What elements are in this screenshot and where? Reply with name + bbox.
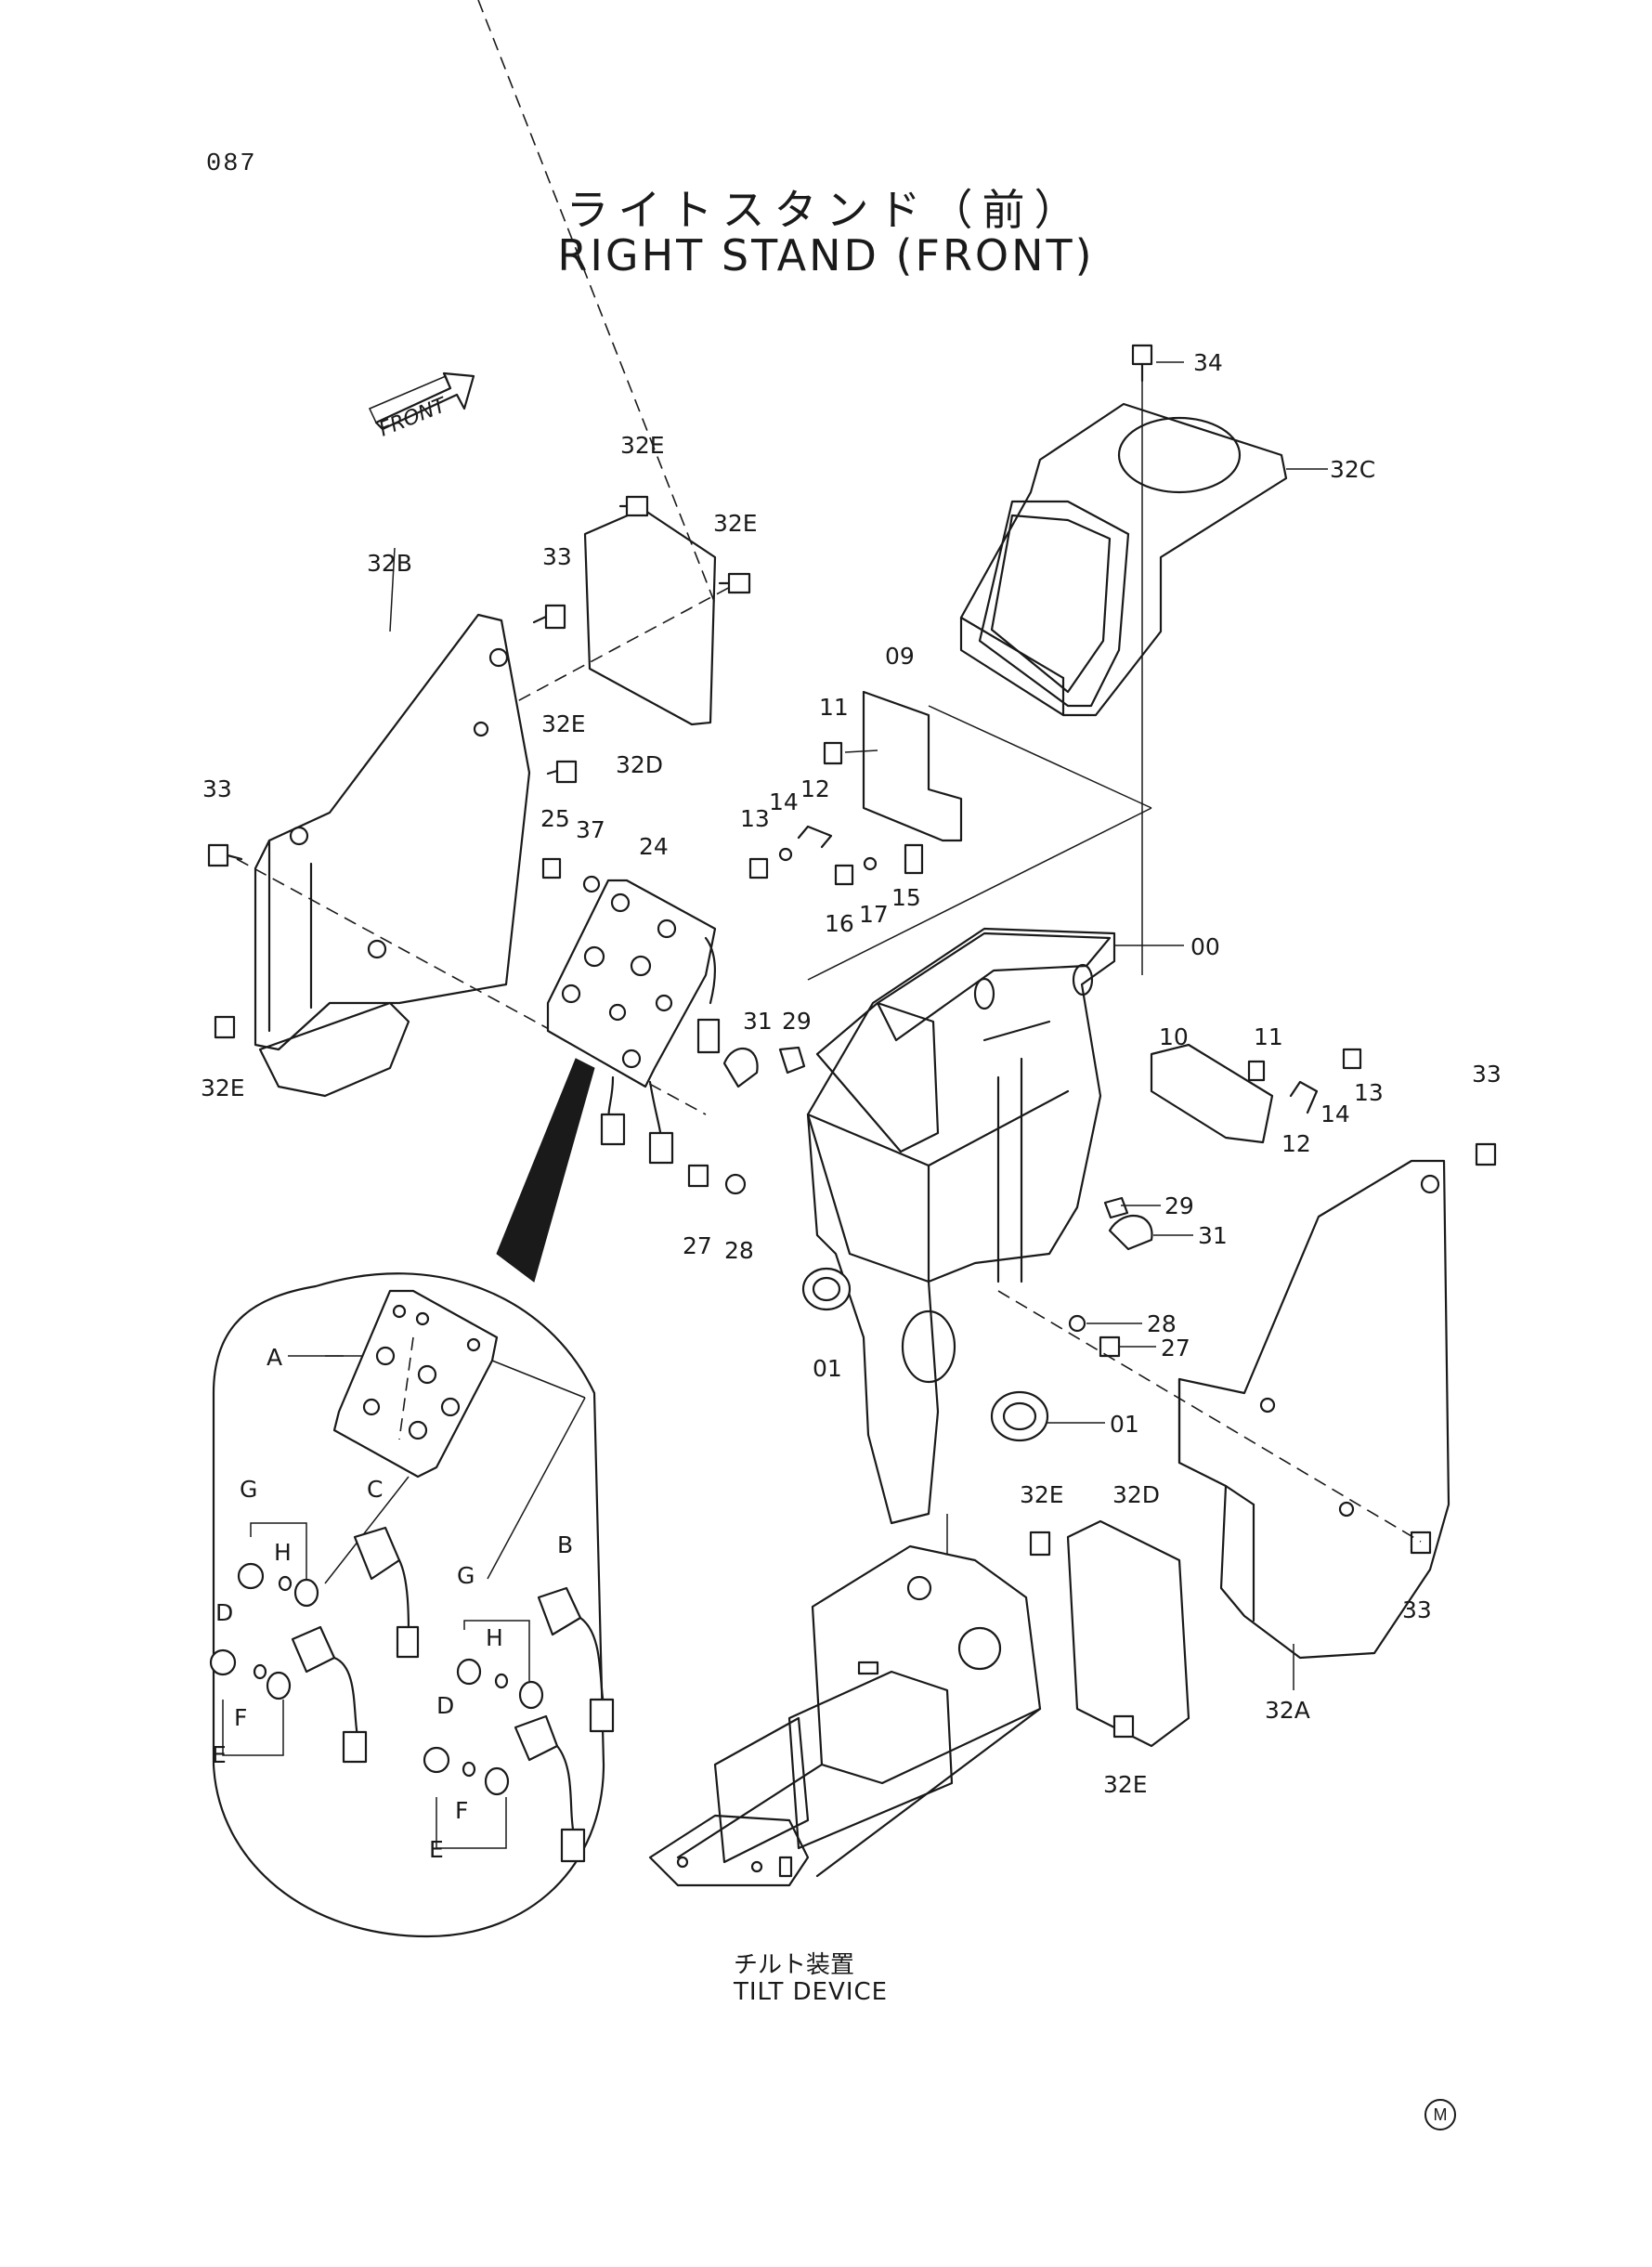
detail-label-g-left: G [240, 1476, 257, 1503]
callout-33-right-top: 33 [1472, 1061, 1502, 1088]
top-bracket-32c [959, 402, 1288, 717]
callout-32e-left: 32E [201, 1075, 245, 1101]
tilt-device-label-japanese: チルト装置 [734, 1951, 855, 1979]
cover-plate-32d-top [477, 0, 717, 726]
callout-12-top: 12 [800, 775, 830, 802]
callout-32e-bottom: 32E [1103, 1771, 1148, 1798]
switch-panel-24 [546, 879, 721, 1165]
tilt-device [648, 1544, 1042, 1887]
detail-label-d-left: D [215, 1599, 233, 1626]
callout-33-left: 33 [202, 775, 232, 802]
callout-32d-bottom-right: 32D [1112, 1481, 1160, 1508]
callout-29-left: 29 [782, 1008, 812, 1035]
detail-label-e-left: E [212, 1741, 227, 1768]
callout-28-left: 28 [724, 1237, 754, 1264]
callout-01-left: 01 [813, 1355, 842, 1382]
callout-32b: 32B [367, 550, 412, 577]
callout-31-right: 31 [1198, 1222, 1228, 1249]
detail-label-d-right: D [436, 1692, 454, 1719]
callout-32d-top: 32D [616, 751, 663, 778]
clamp-31-nut-29 [722, 1046, 1153, 1251]
page-title-japanese: ライトスタンド（前） [566, 185, 1086, 235]
callout-17: 17 [859, 901, 889, 928]
callout-09: 09 [885, 643, 915, 670]
page-number: 087 [206, 150, 257, 178]
callout-00: 00 [1190, 933, 1220, 960]
callout-14-top: 14 [769, 788, 799, 815]
callout-leaders [288, 361, 1328, 1690]
detail-label-f-left: F [234, 1704, 247, 1731]
callout-32e-mid: 32E [541, 710, 586, 737]
detail-label-b: B [557, 1531, 573, 1558]
callout-10: 10 [1159, 1023, 1189, 1050]
callout-32a: 32A [1265, 1697, 1310, 1724]
callout-29-right: 29 [1164, 1192, 1194, 1219]
callout-13-right: 13 [1354, 1079, 1384, 1106]
callout-12-right: 12 [1281, 1130, 1311, 1157]
callout-34: 34 [1193, 349, 1223, 376]
callout-31-left: 31 [743, 1008, 773, 1035]
callout-33-top: 33 [542, 543, 572, 570]
detail-label-a: A [267, 1344, 282, 1371]
page-title-english: RIGHT STAND (FRONT) [557, 230, 1095, 280]
tilt-device-label-english: TILT DEVICE [734, 1978, 889, 2006]
callout-11-right: 11 [1254, 1023, 1283, 1050]
detail-label-h-right: H [486, 1624, 503, 1651]
callout-32e-bottom-right: 32E [1020, 1481, 1064, 1508]
bolt-34 [1131, 344, 1153, 975]
screw-25-washer-37 [541, 857, 601, 893]
detail-label-h-left: H [274, 1539, 292, 1566]
side-cover-32a [1177, 1142, 1497, 1660]
callout-27-right: 27 [1161, 1335, 1190, 1362]
detail-switches-right [423, 1586, 615, 1863]
bracket-09 [823, 690, 963, 842]
callout-16: 16 [825, 910, 854, 937]
cover-plate-32d-bottom [1029, 1519, 1190, 1748]
detail-panel-a [324, 1289, 586, 1584]
callout-28-right: 28 [1147, 1310, 1177, 1337]
small-hardware-top [748, 825, 924, 886]
callout-24: 24 [639, 833, 669, 860]
callout-27-left: 27 [683, 1232, 712, 1259]
model-mark: M [1424, 2099, 1456, 2130]
front-direction-arrow: FRONT [368, 371, 475, 442]
callout-01-right: 01 [1110, 1411, 1139, 1438]
callout-14-right: 14 [1320, 1101, 1350, 1127]
callout-11-top: 11 [819, 694, 849, 721]
callout-32e-top-right: 32E [713, 510, 758, 537]
detail-label-f-right: F [455, 1797, 468, 1824]
callout-25: 25 [540, 805, 570, 832]
detail-label-g-right: G [457, 1562, 475, 1589]
bushings-01 [801, 1267, 1049, 1442]
callout-13-top: 13 [740, 805, 770, 832]
callout-15: 15 [891, 884, 921, 911]
screws-32e-top [532, 495, 751, 784]
detail-leader-brackets [222, 1522, 530, 1849]
detail-label-e-right: E [429, 1836, 444, 1863]
detail-label-c: C [367, 1476, 383, 1503]
side-cover-32b [254, 613, 531, 1098]
detail-switches-left [209, 1526, 420, 1764]
callout-33-bottom-right: 33 [1402, 1596, 1432, 1623]
main-stand-00 [806, 927, 1116, 1525]
callout-32c: 32C [1330, 456, 1375, 483]
callout-37: 37 [576, 816, 605, 843]
callout-32e-top: 32E [620, 432, 665, 459]
detail-enlargement-oval [212, 1058, 605, 1938]
plate-10 [1150, 1043, 1362, 1144]
screws-left [207, 843, 243, 1039]
